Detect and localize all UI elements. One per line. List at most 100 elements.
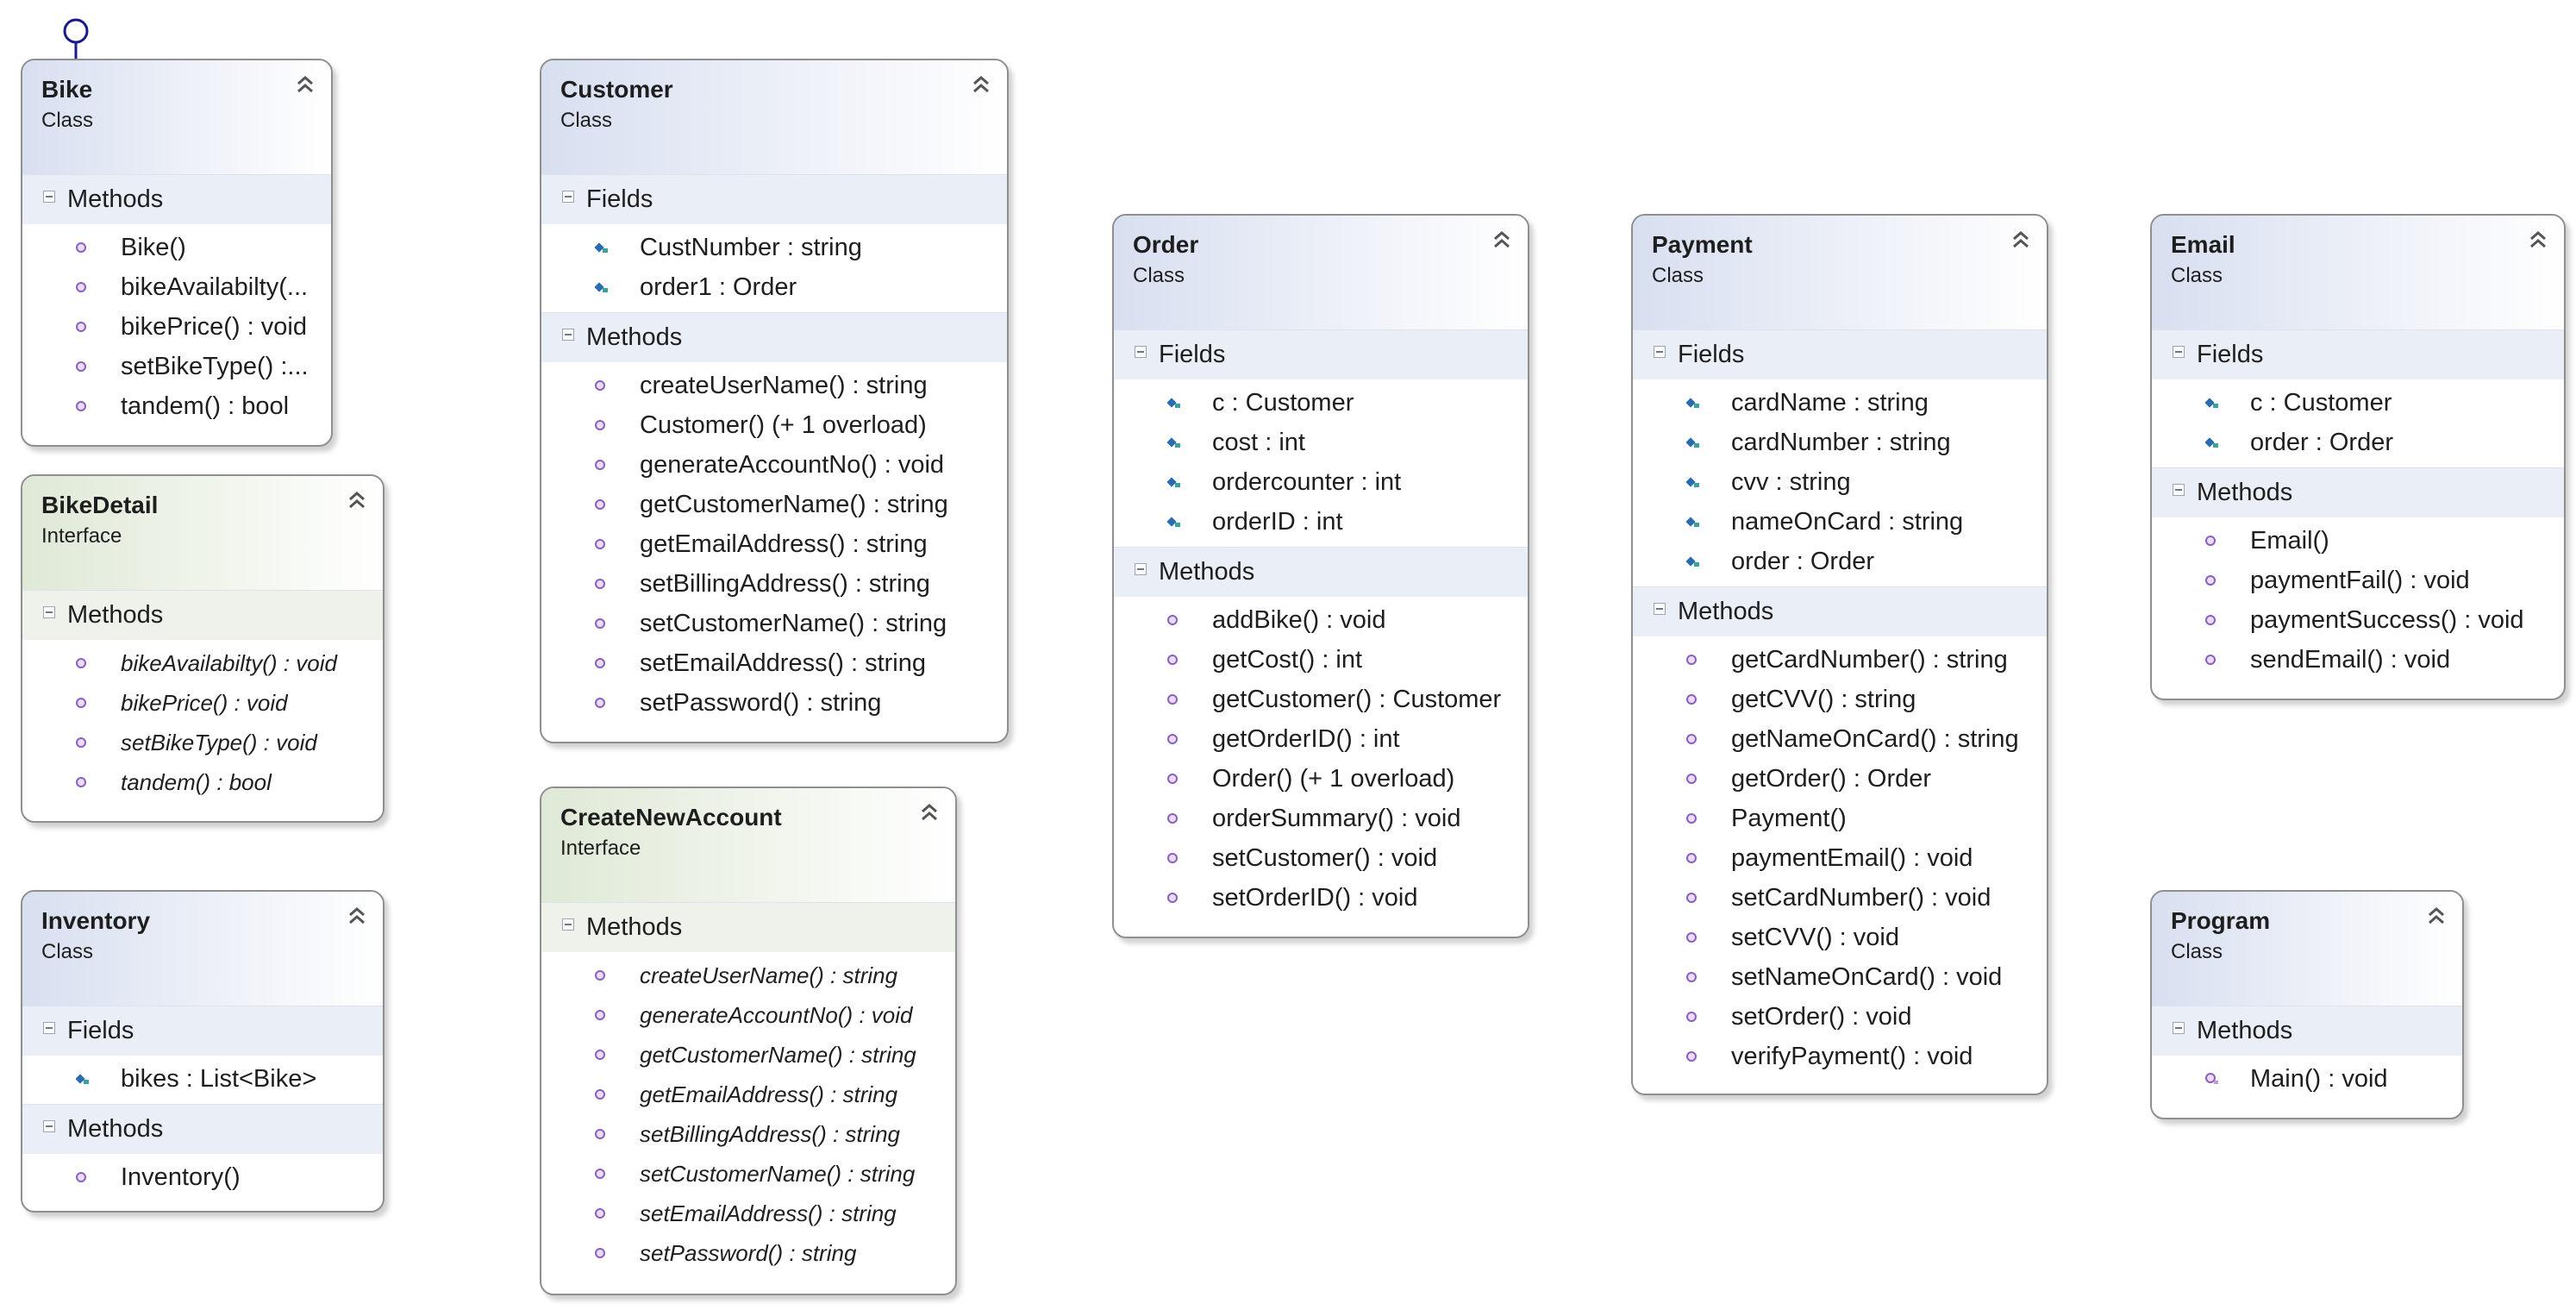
section-collapse-icon[interactable]: [43, 605, 55, 618]
method-row[interactable]: setBikeType() :...: [22, 347, 331, 386]
field-row[interactable]: order : Order: [1633, 542, 2047, 581]
methods-section-header[interactable]: Methods: [541, 312, 1007, 362]
field-row[interactable]: orderID : int: [1114, 502, 1528, 542]
section-collapse-icon[interactable]: [43, 1119, 55, 1132]
methods-section-header[interactable]: Methods: [2152, 1006, 2462, 1056]
field-row[interactable]: nameOnCard : string: [1633, 502, 2047, 542]
method-row[interactable]: getOrder() : Order: [1633, 759, 2047, 799]
method-row[interactable]: getNameOnCard() : string: [1633, 719, 2047, 759]
method-row[interactable]: generateAccountNo() : void: [541, 445, 1007, 485]
method-row[interactable]: bikePrice() : void: [22, 307, 331, 347]
field-row[interactable]: ordercounter : int: [1114, 462, 1528, 502]
method-row[interactable]: createUserName() : string: [541, 366, 1007, 405]
section-collapse-icon[interactable]: [2173, 483, 2185, 496]
field-row[interactable]: c : Customer: [1114, 383, 1528, 423]
method-row[interactable]: getEmailAddress() : string: [541, 524, 1007, 564]
method-row[interactable]: Order() (+ 1 overload): [1114, 759, 1528, 799]
section-collapse-icon[interactable]: [1135, 345, 1147, 358]
method-row[interactable]: setOrder() : void: [1633, 997, 2047, 1037]
methods-section-header[interactable]: Methods: [541, 902, 955, 952]
double-chevron-up-icon[interactable]: [917, 800, 941, 824]
field-row[interactable]: cardNumber : string: [1633, 423, 2047, 462]
class-box-bike[interactable]: Bike Class Methods Bike() bikeAvailabilt…: [21, 59, 333, 447]
method-row[interactable]: getCardNumber() : string: [1633, 640, 2047, 680]
fields-section-header[interactable]: Fields: [1114, 329, 1528, 379]
method-row[interactable]: sendEmail() : void: [2152, 640, 2564, 680]
section-collapse-icon[interactable]: [1654, 345, 1666, 358]
method-row[interactable]: setCustomerName() : string: [541, 1154, 955, 1194]
double-chevron-up-icon[interactable]: [2526, 228, 2550, 252]
method-row[interactable]: setBillingAddress() : string: [541, 564, 1007, 604]
method-row[interactable]: setBillingAddress() : string: [541, 1114, 955, 1154]
method-row[interactable]: bikeAvailabilty() : void: [22, 643, 383, 683]
method-row[interactable]: setCustomer() : void: [1114, 838, 1528, 878]
method-row[interactable]: generateAccountNo() : void: [541, 995, 955, 1035]
methods-section-header[interactable]: Methods: [22, 1104, 383, 1154]
section-collapse-icon[interactable]: [562, 190, 574, 203]
method-row[interactable]: createUserName() : string: [541, 956, 955, 995]
fields-section-header[interactable]: Fields: [1633, 329, 2047, 379]
class-box-program[interactable]: Program Class Methods Main() : void: [2150, 890, 2464, 1119]
method-row[interactable]: verifyPayment() : void: [1633, 1037, 2047, 1076]
section-collapse-icon[interactable]: [1135, 562, 1147, 575]
class-box-payment[interactable]: Payment Class Fields cardName : string c…: [1631, 214, 2048, 1095]
double-chevron-up-icon[interactable]: [345, 904, 369, 928]
interface-box-bikedetail[interactable]: BikeDetail Interface Methods bikeAvailab…: [21, 474, 385, 823]
fields-section-header[interactable]: Fields: [22, 1006, 383, 1056]
double-chevron-up-icon[interactable]: [2009, 228, 2033, 252]
method-row[interactable]: getCost() : int: [1114, 640, 1528, 680]
method-row[interactable]: getCVV() : string: [1633, 680, 2047, 719]
section-collapse-icon[interactable]: [2173, 1021, 2185, 1034]
class-box-email[interactable]: Email Class Fields c : Customer order : …: [2150, 214, 2566, 700]
method-row[interactable]: paymentFail() : void: [2152, 561, 2564, 600]
section-collapse-icon[interactable]: [562, 328, 574, 341]
interface-box-createnewaccount[interactable]: CreateNewAccount Interface Methods creat…: [540, 787, 957, 1295]
field-row[interactable]: bikes : List<Bike>: [22, 1059, 383, 1099]
methods-section-header[interactable]: Methods: [1633, 586, 2047, 636]
field-row[interactable]: order : Order: [2152, 423, 2564, 462]
method-row[interactable]: orderSummary() : void: [1114, 799, 1528, 838]
class-box-order[interactable]: Order Class Fields c : Customer cost : i…: [1112, 214, 1529, 938]
method-row[interactable]: getCustomerName() : string: [541, 1035, 955, 1075]
method-row[interactable]: bikeAvailabilty(...: [22, 267, 331, 307]
class-box-inventory[interactable]: Inventory Class Fields bikes : List<Bike…: [21, 890, 385, 1213]
method-row[interactable]: getCustomer() : Customer: [1114, 680, 1528, 719]
methods-section-header[interactable]: Methods: [1114, 547, 1528, 597]
method-row[interactable]: getCustomerName() : string: [541, 485, 1007, 524]
method-row[interactable]: setCardNumber() : void: [1633, 878, 2047, 918]
field-row[interactable]: CustNumber : string: [541, 228, 1007, 267]
methods-section-header[interactable]: Methods: [22, 174, 331, 224]
method-row[interactable]: Bike(): [22, 228, 331, 267]
field-row[interactable]: cost : int: [1114, 423, 1528, 462]
method-row[interactable]: getEmailAddress() : string: [541, 1075, 955, 1114]
method-row[interactable]: Payment(): [1633, 799, 2047, 838]
method-row[interactable]: getOrderID() : int: [1114, 719, 1528, 759]
method-row[interactable]: setPassword() : string: [541, 1233, 955, 1273]
method-row[interactable]: setEmailAddress() : string: [541, 1194, 955, 1233]
fields-section-header[interactable]: Fields: [541, 174, 1007, 224]
method-row[interactable]: setCustomerName() : string: [541, 604, 1007, 643]
method-row[interactable]: tandem() : bool: [22, 762, 383, 802]
double-chevron-up-icon[interactable]: [1490, 228, 1514, 252]
methods-section-header[interactable]: Methods: [22, 590, 383, 640]
class-box-customer[interactable]: Customer Class Fields CustNumber : strin…: [540, 59, 1009, 743]
field-row[interactable]: c : Customer: [2152, 383, 2564, 423]
field-row[interactable]: order1 : Order: [541, 267, 1007, 307]
method-row[interactable]: setEmailAddress() : string: [541, 643, 1007, 683]
method-row[interactable]: paymentSuccess() : void: [2152, 600, 2564, 640]
method-row[interactable]: paymentEmail() : void: [1633, 838, 2047, 878]
method-row[interactable]: tandem() : bool: [22, 386, 331, 426]
section-collapse-icon[interactable]: [562, 918, 574, 931]
method-row[interactable]: setCVV() : void: [1633, 918, 2047, 957]
double-chevron-up-icon[interactable]: [969, 72, 993, 97]
field-row[interactable]: cardName : string: [1633, 383, 2047, 423]
field-row[interactable]: cvv : string: [1633, 462, 2047, 502]
section-collapse-icon[interactable]: [1654, 602, 1666, 615]
method-row[interactable]: setBikeType() : void: [22, 723, 383, 762]
method-row[interactable]: Email(): [2152, 521, 2564, 561]
method-row[interactable]: setNameOnCard() : void: [1633, 957, 2047, 997]
method-row[interactable]: Inventory(): [22, 1157, 383, 1197]
method-row[interactable]: setPassword() : string: [541, 683, 1007, 723]
double-chevron-up-icon[interactable]: [293, 72, 317, 97]
methods-section-header[interactable]: Methods: [2152, 467, 2564, 517]
